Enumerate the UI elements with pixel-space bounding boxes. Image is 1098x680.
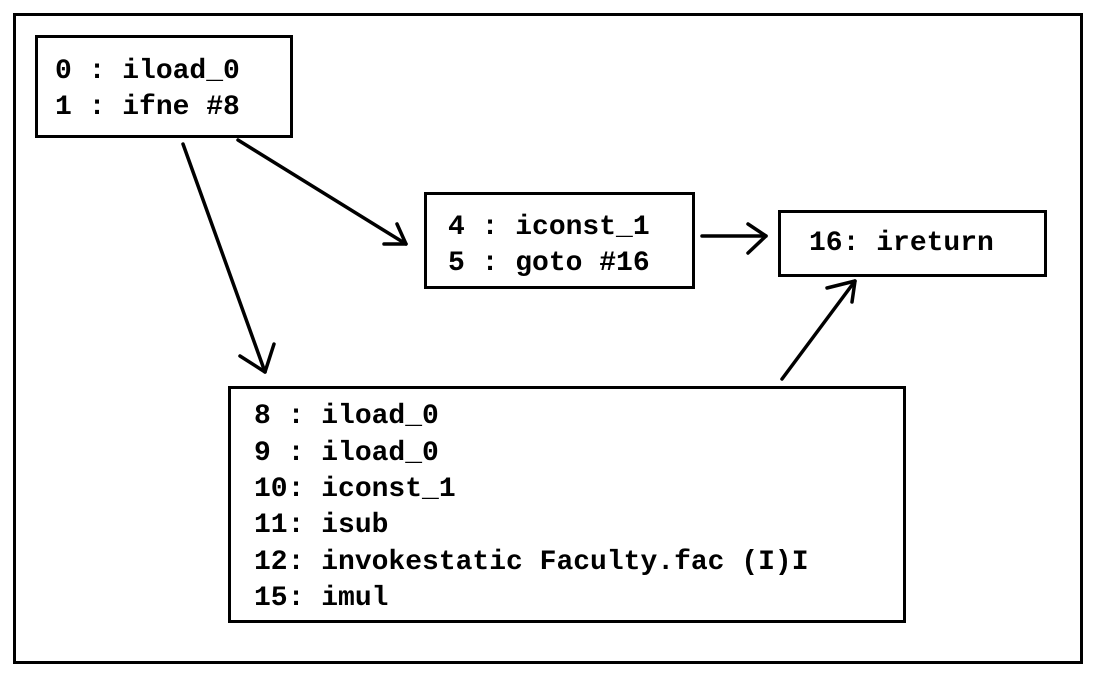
instruction-line: 8 : iload_0 (254, 401, 439, 432)
instruction-line: 0 : iload_0 (55, 56, 240, 87)
instruction-line: 12: invokestatic Faculty.fac (I)I (254, 547, 809, 578)
instruction-line: 10: iconst_1 (254, 474, 456, 505)
edge-arrow-b-to-c (700, 222, 768, 255)
instruction-line: 1 : ifne #8 (55, 92, 240, 123)
diagram-frame (13, 13, 1083, 664)
instruction-line: 4 : iconst_1 (448, 212, 650, 243)
instruction-line: 16: ireturn (809, 228, 994, 259)
basic-block-8: 8 : iload_0 9 : iload_0 10: iconst_1 11:… (228, 386, 906, 623)
edge-arrow-a-to-d (181, 142, 276, 374)
instruction-line: 5 : goto #16 (448, 248, 650, 279)
basic-block-0: 0 : iload_0 1 : ifne #8 (35, 35, 293, 138)
basic-block-16: 16: ireturn (778, 210, 1047, 277)
instruction-line: 9 : iload_0 (254, 438, 439, 469)
edge-arrow-a-to-b (236, 138, 408, 246)
basic-block-4: 4 : iconst_1 5 : goto #16 (424, 192, 695, 289)
edge-arrow-d-to-c (780, 279, 857, 381)
instruction-line: 11: isub (254, 510, 389, 541)
instruction-line: 15: imul (254, 583, 389, 614)
